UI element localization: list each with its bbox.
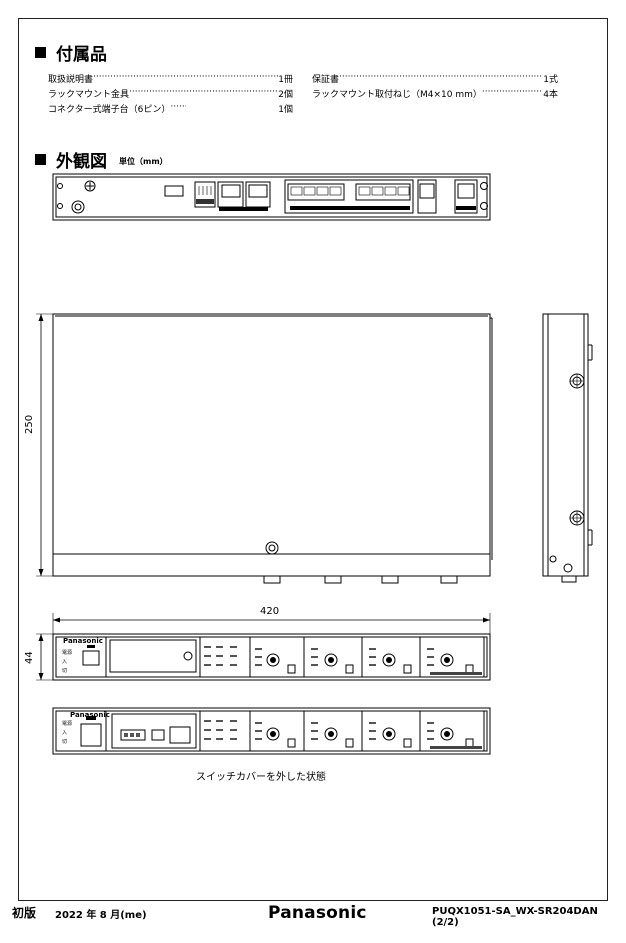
width-dimension: 420 (260, 606, 280, 617)
accessory-item: 保証書1式 (312, 72, 558, 85)
edition-label: 初版 (12, 906, 37, 920)
power-labels: 電源入切 (62, 650, 73, 674)
accessory-item: ラックマウント取付ねじ（M4×10 mm）4本 (312, 87, 558, 100)
square-bullet-icon (35, 47, 46, 58)
unit-label: 単位（mm） (119, 156, 168, 166)
document-code: PUQX1051-SA_WX-SR204DAN (2/2) (432, 906, 598, 928)
footer-brand-logo: Panasonic (268, 903, 367, 923)
accessories-heading: 付属品 (35, 40, 107, 65)
accessory-item: ラックマウント金具2個 (48, 87, 293, 100)
page-border (18, 18, 608, 901)
date-label: 2022 年 8 月(me) (55, 910, 147, 921)
front-brand-logo: Panasonic (63, 637, 103, 645)
exterior-heading: 外観図 単位（mm） (35, 147, 168, 172)
square-bullet-icon (35, 154, 46, 165)
accessory-item: コネクター式端子台（6ピン）1個 (48, 102, 293, 115)
front-brand-logo: Panasonic (70, 711, 110, 719)
accessory-item: 取扱説明書1冊 (48, 72, 293, 85)
figure-caption: スイッチカバーを外した状態 (196, 772, 326, 783)
power-labels: 電源入切 (62, 721, 73, 745)
